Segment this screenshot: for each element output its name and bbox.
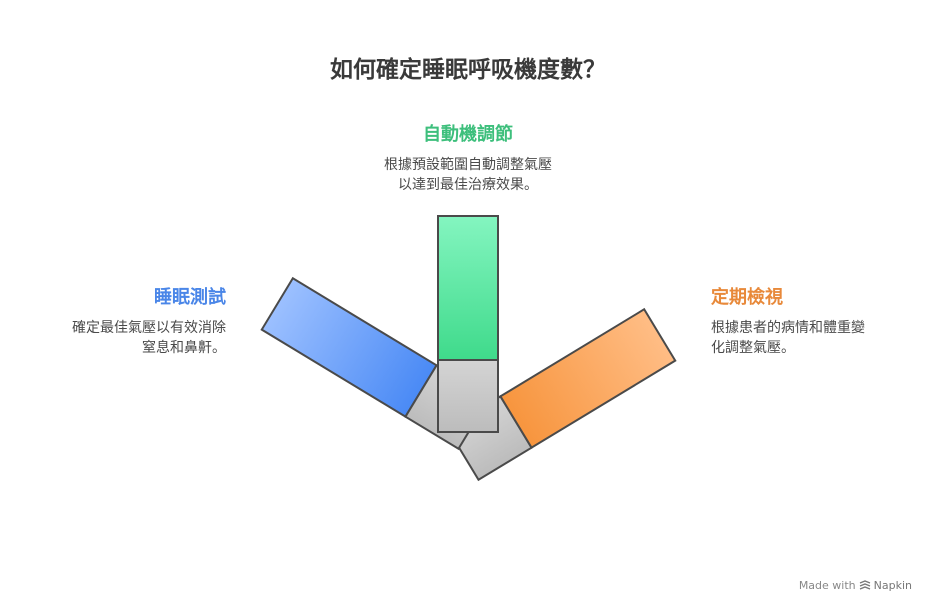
arm-auto-adjust — [437, 215, 499, 433]
arm-color-bar — [437, 215, 499, 361]
arm-regular-review — [446, 307, 677, 482]
desc-regular-review: 根據患者的病情和體重變 化調整氣壓。 — [711, 318, 865, 358]
arm-color-bar — [499, 307, 677, 450]
arm-base — [437, 359, 499, 433]
heading-regular-review: 定期檢視 — [711, 287, 783, 308]
desc-sleep-test: 確定最佳氣壓以有效消除 窒息和鼻鼾。 — [72, 318, 226, 358]
napkin-logo-icon — [859, 579, 870, 590]
desc-line: 以達到最佳治療效果。 — [398, 177, 538, 193]
arm-color-bar — [260, 276, 438, 419]
made-with-label: Made with — [798, 579, 856, 592]
desc-line: 根據預設範圍自動調整氣壓 — [384, 157, 552, 173]
desc-line: 確定最佳氣壓以有效消除 — [72, 320, 226, 336]
desc-auto-adjust: 根據預設範圍自動調整氣壓 以達到最佳治療效果。 — [0, 155, 936, 195]
desc-line: 根據患者的病情和體重變 — [711, 320, 865, 336]
desc-line: 化調整氣壓。 — [711, 340, 795, 356]
desc-line: 窒息和鼻鼾。 — [142, 340, 226, 356]
napkin-watermark: Made with Napkin — [799, 579, 912, 592]
heading-auto-adjust: 自動機調節 — [423, 124, 513, 145]
napkin-brand: Napkin — [873, 579, 912, 592]
heading-sleep-test: 睡眠測試 — [154, 287, 226, 308]
page-title: 如何確定睡眠呼吸機度數？ — [330, 57, 606, 83]
